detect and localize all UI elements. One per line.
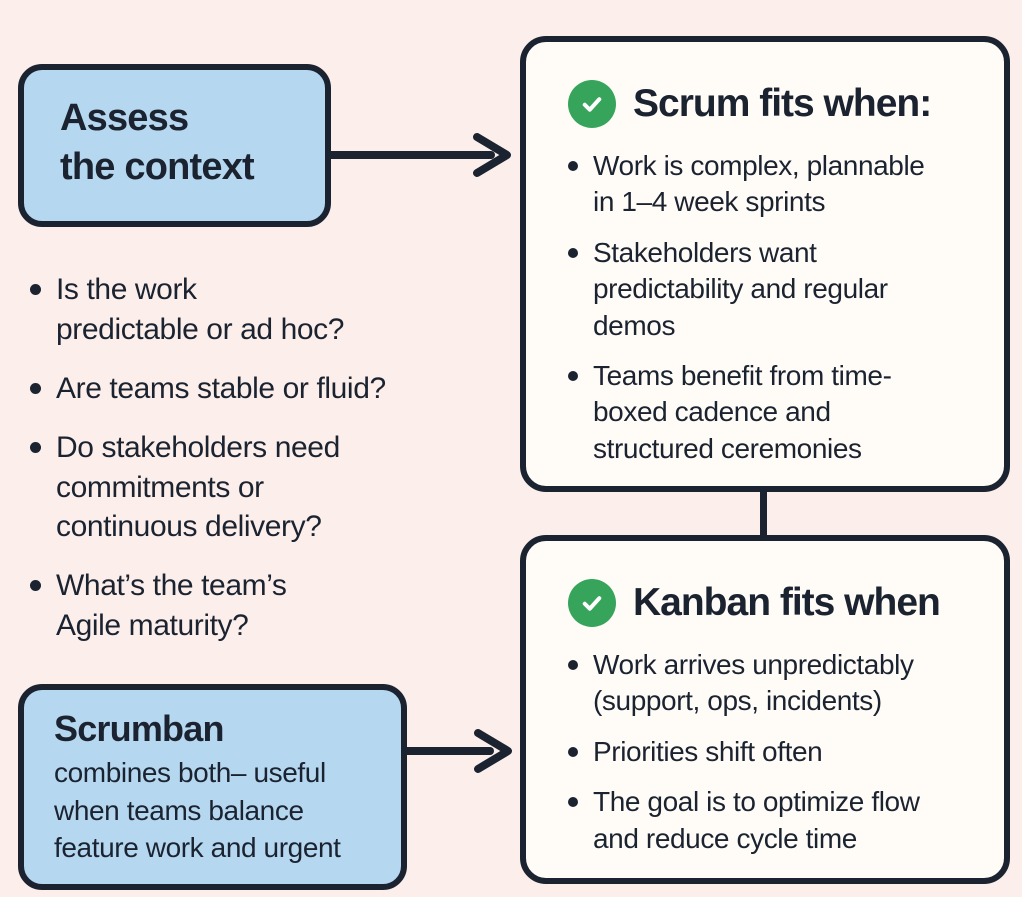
bullet-dot-icon bbox=[568, 746, 578, 757]
list-item: Are teams stable or fluid? bbox=[30, 369, 510, 409]
list-item: Teams benefit from time- boxed cadence a… bbox=[568, 358, 978, 467]
assess-context-node: Assess the context bbox=[18, 64, 331, 227]
question-text: What’s the team’s Agile maturity? bbox=[56, 569, 287, 643]
check-circle-icon bbox=[568, 80, 616, 128]
scrum-card-title: Scrum fits when: bbox=[633, 81, 932, 125]
kanban-criteria-list: Work arrives unpredictably (support, ops… bbox=[568, 647, 978, 857]
bullet-dot-icon bbox=[568, 370, 578, 381]
scrum-card-header: Scrum fits when: bbox=[568, 80, 978, 128]
question-text: Do stakeholders need commitments or cont… bbox=[56, 430, 340, 544]
arrow-scrumban-to-kanban-icon bbox=[406, 729, 512, 773]
context-questions-list: Is the work predictable or ad hoc? Are t… bbox=[30, 270, 510, 646]
scrum-card: Scrum fits when: Work is complex, planna… bbox=[520, 36, 1010, 492]
connector-scrum-to-kanban bbox=[760, 478, 767, 542]
arrow-assess-to-scrum-icon bbox=[329, 133, 511, 177]
kanban-card: Kanban fits when Work arrives unpredicta… bbox=[520, 535, 1010, 884]
check-circle-icon bbox=[568, 579, 616, 627]
kanban-card-header: Kanban fits when bbox=[568, 579, 978, 627]
list-item: Is the work predictable or ad hoc? bbox=[30, 270, 510, 350]
bullet-text: Teams benefit from time- boxed cadence a… bbox=[593, 359, 892, 464]
scrumban-description: combines both– useful when teams balance… bbox=[54, 757, 341, 863]
scrumban-node: Scrumban combines both– useful when team… bbox=[18, 684, 407, 890]
bullet-text: The goal is to optimize flow and reduce … bbox=[593, 786, 920, 854]
list-item: Work is complex, plannable in 1–4 week s… bbox=[568, 148, 978, 221]
bullet-text: Work arrives unpredictably (support, ops… bbox=[593, 649, 914, 717]
list-item: Stakeholders want predictability and reg… bbox=[568, 235, 978, 344]
bullet-dot-icon bbox=[30, 441, 41, 453]
list-item: Do stakeholders need commitments or cont… bbox=[30, 428, 510, 548]
list-item: The goal is to optimize flow and reduce … bbox=[568, 784, 978, 857]
kanban-card-title: Kanban fits when bbox=[633, 580, 941, 624]
question-text: Are teams stable or fluid? bbox=[56, 371, 386, 405]
bullet-dot-icon bbox=[568, 797, 578, 808]
bullet-text: Work is complex, plannable in 1–4 week s… bbox=[593, 150, 925, 218]
list-item: What’s the team’s Agile maturity? bbox=[30, 566, 510, 646]
bullet-dot-icon bbox=[30, 580, 41, 592]
assess-context-title: Assess the context bbox=[60, 97, 255, 189]
bullet-dot-icon bbox=[568, 161, 578, 171]
list-item: Work arrives unpredictably (support, ops… bbox=[568, 647, 978, 720]
bullet-dot-icon bbox=[30, 382, 41, 394]
scrumban-title: Scrumban bbox=[54, 708, 224, 749]
question-text: Is the work predictable or ad hoc? bbox=[56, 273, 345, 346]
bullet-text: Priorities shift often bbox=[593, 735, 823, 767]
bullet-dot-icon bbox=[568, 247, 578, 258]
bullet-dot-icon bbox=[568, 660, 578, 670]
bullet-text: Stakeholders want predictability and reg… bbox=[593, 236, 888, 341]
scrum-criteria-list: Work is complex, plannable in 1–4 week s… bbox=[568, 148, 978, 467]
list-item: Priorities shift often bbox=[568, 734, 978, 770]
bullet-dot-icon bbox=[30, 284, 41, 295]
